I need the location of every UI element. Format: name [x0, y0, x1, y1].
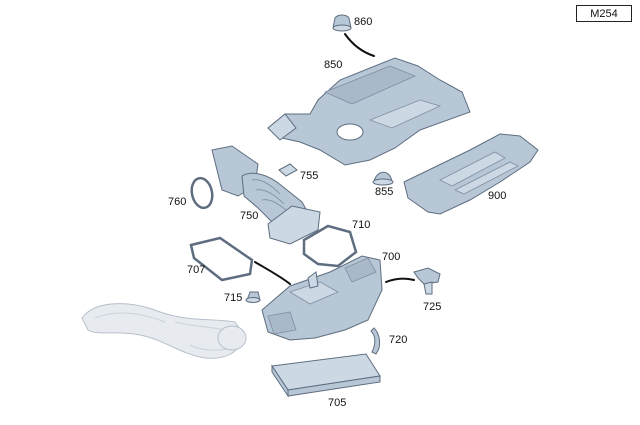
model-code-badge: M254: [576, 5, 632, 22]
callout-700: 700: [382, 251, 401, 263]
part-755-clip[interactable]: [278, 163, 298, 177]
part-707-gasket[interactable]: [189, 236, 254, 282]
leader-lines: [254, 33, 415, 285]
ghost-intake-pipe: [81, 303, 247, 359]
callout-715: 715: [224, 292, 243, 304]
callout-850: 850: [324, 59, 343, 71]
part-860-grommet[interactable]: [332, 14, 352, 32]
part-710-gasket[interactable]: [302, 224, 358, 268]
callout-760: 760: [168, 196, 187, 208]
callout-710: 710: [352, 219, 371, 231]
callout-900: 900: [488, 190, 507, 202]
callout-855: 855: [375, 186, 394, 198]
part-705-air-filter-element[interactable]: [271, 353, 381, 398]
part-720-clip[interactable]: [370, 327, 381, 355]
callout-705: 705: [328, 397, 347, 409]
callout-720: 720: [389, 334, 408, 346]
callout-755: 755: [300, 170, 319, 182]
part-700-air-filter-housing[interactable]: [261, 255, 383, 341]
part-855-bump-stop[interactable]: [372, 171, 394, 186]
leader-725: [385, 277, 415, 283]
callout-707: 707: [187, 264, 206, 276]
part-725-sensor[interactable]: [413, 267, 441, 295]
callout-725: 725: [423, 301, 442, 313]
leader-707: [254, 261, 291, 285]
part-900-cover-panel[interactable]: [403, 133, 539, 215]
leader-860: [344, 33, 375, 57]
part-750-intake-duct[interactable]: [211, 145, 321, 245]
part-850-engine-cover[interactable]: [267, 57, 471, 166]
callout-750: 750: [240, 210, 259, 222]
part-715-grommet[interactable]: [245, 291, 261, 303]
part-760-o-ring[interactable]: [189, 176, 215, 210]
callout-860: 860: [354, 16, 373, 28]
